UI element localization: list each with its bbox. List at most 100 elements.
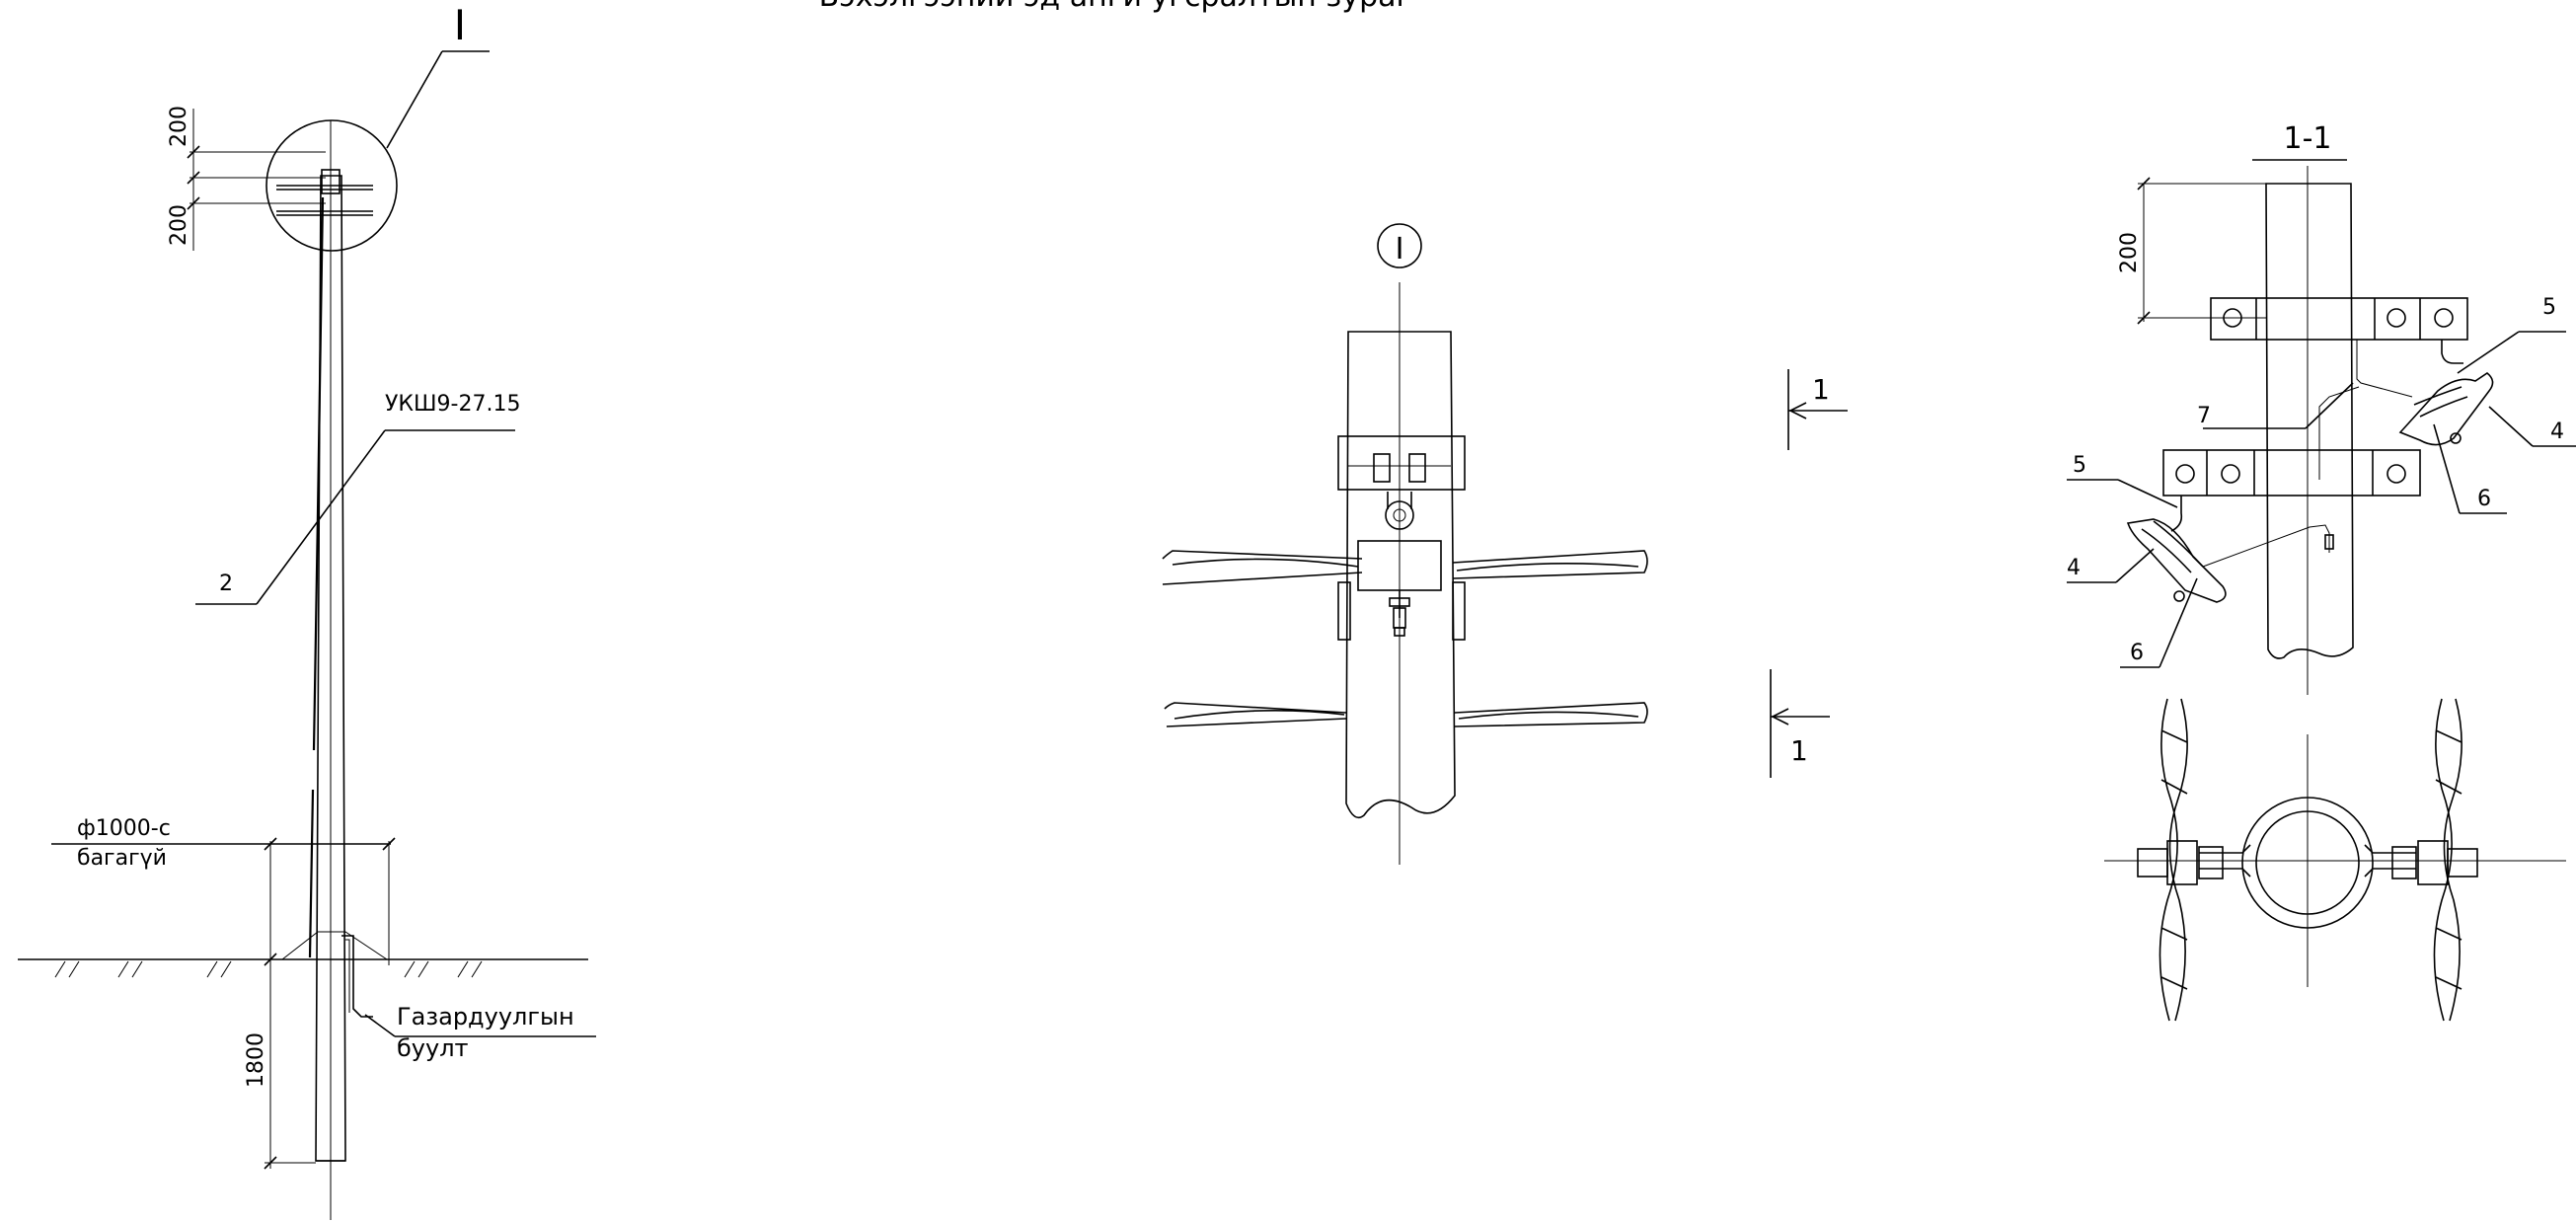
left-anchor-clamp <box>2126 518 2227 603</box>
lower-clamp-bolt-2 <box>2221 464 2240 484</box>
pole-type-label: УКШ9-27.15 <box>385 392 520 417</box>
depth-dim-label: 1800 <box>244 1032 268 1088</box>
left-hook <box>2170 496 2183 532</box>
plan-bolt-block-right-2 <box>2391 846 2417 879</box>
right-anchor-clamp <box>2398 372 2494 446</box>
section-pole-body <box>2265 183 2354 659</box>
detail-bolt-right <box>1408 453 1426 483</box>
dim-tick-2 <box>187 171 200 185</box>
section-mark-bottom-label: 1 <box>1790 734 1808 767</box>
callout-5-right-leader <box>2457 331 2520 374</box>
left-spacer-wire <box>2202 524 2330 568</box>
footing-mound <box>280 931 389 960</box>
plan-bolt-block-left-2 <box>2198 846 2224 879</box>
plan-strap-right <box>2364 844 2416 878</box>
drawing-title: Бэхэлгээний эд анги угсралтын зураг <box>819 0 1412 14</box>
section-dim-tick-bottom <box>2137 311 2151 325</box>
detail-lower-cable <box>1164 702 1648 727</box>
detail-pole-body <box>1345 331 1456 819</box>
pole-type-leader <box>256 429 386 605</box>
detail-marker-label: I <box>1396 232 1404 267</box>
section-mark-bottom-arrowhead <box>1771 708 1789 726</box>
section-view-1-1: 1-1 200 <box>2067 121 2576 695</box>
grounding-leader <box>364 1014 396 1037</box>
plan-view <box>2104 698 2566 1022</box>
plan-cable-right <box>2433 698 2462 1022</box>
grounding-label-1: Газардуулгын <box>397 1003 574 1031</box>
right-clamp-wedge <box>2413 386 2468 418</box>
spacer-wire <box>2356 340 2413 398</box>
section-dim-tick-top <box>2137 177 2151 191</box>
plan-pole-outer <box>2241 797 2374 929</box>
callout-4-right-leader <box>2488 406 2534 447</box>
plan-bolt-block-left <box>2166 840 2198 885</box>
plan-cable-left <box>2159 698 2188 1022</box>
upper-clamp-bolt-3 <box>2434 308 2454 328</box>
depth-tick-bottom <box>264 1156 277 1170</box>
detail-leader <box>386 50 443 149</box>
depth-tick-top <box>264 953 277 966</box>
pole-elevation-view: I 200 200 УКШ9-27.15 2 ф1000-с багагүй <box>18 1 596 1220</box>
section-mark-top-label: 1 <box>1812 373 1830 406</box>
plan-pole-inner <box>2255 810 2360 915</box>
plan-bolt-right-nut <box>2447 848 2478 878</box>
detail-clamp-band <box>1337 435 1466 491</box>
callout-7: 7 <box>2197 404 2211 428</box>
callout-6-right: 6 <box>2477 487 2491 511</box>
dim-top-label-1: 200 <box>167 106 191 147</box>
plan-bolt-left-nut <box>2137 848 2168 878</box>
pole-top-bracket <box>321 169 341 194</box>
detail-side-plate-right <box>1452 581 1466 641</box>
upper-clamp-bolt-1 <box>2223 308 2242 328</box>
footing-tick-left <box>264 837 277 851</box>
dim-tick-1 <box>187 145 200 159</box>
grounding-bar-inner <box>345 939 350 1013</box>
upper-clamp-bolt-2 <box>2387 308 2406 328</box>
section-dim-label: 200 <box>2117 232 2142 273</box>
callout-2-label: 2 <box>219 572 233 596</box>
section-title: 1-1 <box>2284 121 2332 156</box>
footing-label-1: ф1000-с <box>77 816 171 841</box>
right-clamp-pin <box>2450 432 2462 444</box>
callout-5-right: 5 <box>2542 295 2556 320</box>
right-hook <box>2441 340 2463 364</box>
detail-view-I: I 1 1 <box>1162 223 1848 865</box>
callout-7-leader <box>2305 382 2354 429</box>
detail-hook-eye-inner <box>1393 508 1406 522</box>
callout-6-left-leader <box>2159 577 2198 668</box>
detail-bolt-left <box>1373 453 1391 483</box>
footing-tick-right <box>382 837 396 851</box>
detail-clamp-nut <box>1389 597 1410 607</box>
footing-label-2: багагүй <box>77 846 167 871</box>
callout-5-left: 5 <box>2073 453 2086 478</box>
pole-down-conductor <box>308 196 325 958</box>
callout-4-left: 4 <box>2067 556 2081 580</box>
callout-6-right-leader <box>2433 423 2461 514</box>
detail-marker-circle <box>1377 223 1422 268</box>
dim-top-label-2: 200 <box>167 204 191 246</box>
grounding-bar <box>341 935 373 1018</box>
grounding-label-2: буулт <box>397 1034 469 1062</box>
callout-5-left-leader <box>2117 479 2178 508</box>
spacer-wire-connector <box>2324 534 2334 550</box>
detail-side-plate-left <box>1337 581 1351 641</box>
detail-circle <box>265 119 398 252</box>
left-clamp-wedge <box>2141 520 2204 573</box>
callout-4-right: 4 <box>2550 420 2564 444</box>
plan-bolt-block-right <box>2417 840 2449 885</box>
dim-tick-3 <box>187 196 200 210</box>
detail-upper-cable <box>1162 550 1648 585</box>
detail-clamp-bolt-end <box>1394 627 1405 637</box>
left-clamp-pin <box>2173 590 2185 602</box>
callout-6-left: 6 <box>2130 641 2144 665</box>
lower-clamp-bolt-1 <box>2175 464 2195 484</box>
upper-clamp-band <box>2210 297 2468 341</box>
section-mark-top-arrowhead <box>1788 402 1807 420</box>
detail-hook-eye <box>1385 500 1414 530</box>
lower-clamp-band <box>2162 449 2421 496</box>
callout-4-left-leader <box>2115 548 2155 583</box>
lower-clamp-bolt-3 <box>2387 464 2406 484</box>
detail-callout-label: I <box>454 1 466 49</box>
plan-strap-left <box>2199 844 2251 878</box>
